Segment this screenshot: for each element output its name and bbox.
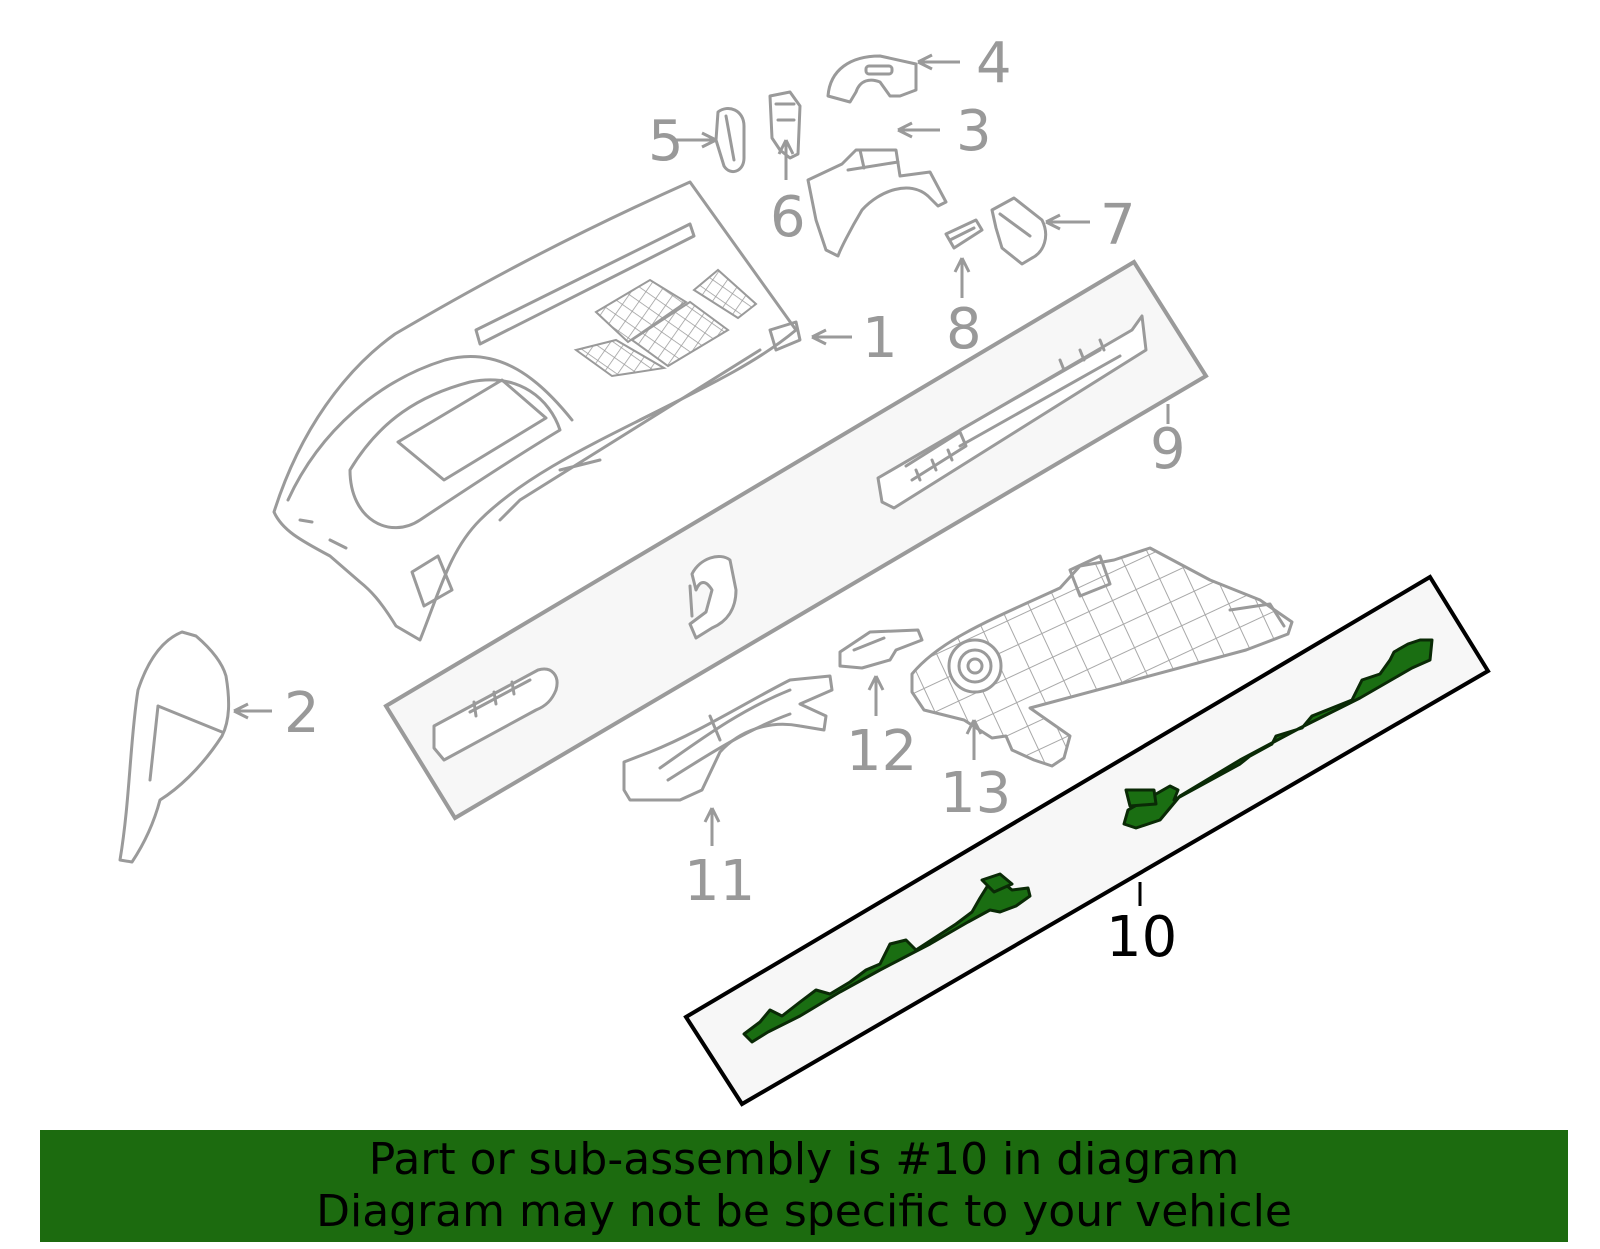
- banner-line-1: Part or sub-assembly is #10 in diagram: [368, 1134, 1240, 1185]
- leader-lines: [233, 53, 1170, 906]
- callout-5: 5: [648, 109, 684, 174]
- part-7-cover[interactable]: [990, 196, 1048, 266]
- part-13-tray[interactable]: [910, 546, 1294, 768]
- part-10-duct-trim[interactable]: [742, 638, 1434, 1044]
- callout-9: 9: [1150, 417, 1186, 482]
- notice-banner: Part or sub-assembly is #10 in diagram D…: [40, 1130, 1568, 1242]
- part-6-switch[interactable]: [768, 90, 802, 160]
- callout-11: 11: [684, 849, 755, 914]
- callout-3: 3: [956, 99, 992, 164]
- part-10-panel: [683, 574, 1491, 1107]
- callout-4: 4: [976, 31, 1012, 96]
- part-8-clip[interactable]: [944, 218, 984, 250]
- callout-1: 1: [862, 306, 898, 371]
- callout-6: 6: [770, 185, 806, 250]
- callout-10: 10: [1106, 905, 1177, 970]
- callout-12: 12: [846, 719, 917, 784]
- callout-8: 8: [946, 297, 982, 362]
- callout-13: 13: [940, 761, 1011, 826]
- part-5-button[interactable]: [714, 107, 746, 174]
- banner-line-2: Diagram may not be specific to your vehi…: [316, 1186, 1292, 1237]
- part-4-trim-cover[interactable]: [826, 54, 918, 104]
- part-3-column-cover[interactable]: [806, 148, 948, 258]
- callout-2: 2: [284, 681, 320, 746]
- parts-diagram: 1 2 3 4 5 6 7 8 9 10 11 12 13: [118, 31, 1491, 1107]
- part-11-duct[interactable]: [622, 674, 834, 802]
- part-12-bracket[interactable]: [838, 628, 924, 670]
- part-1-instrument-panel[interactable]: [272, 180, 802, 642]
- callout-7: 7: [1100, 193, 1136, 258]
- part-2-end-cap[interactable]: [118, 630, 231, 864]
- part-9-panel: [383, 259, 1209, 821]
- part-9-components[interactable]: [432, 314, 1148, 762]
